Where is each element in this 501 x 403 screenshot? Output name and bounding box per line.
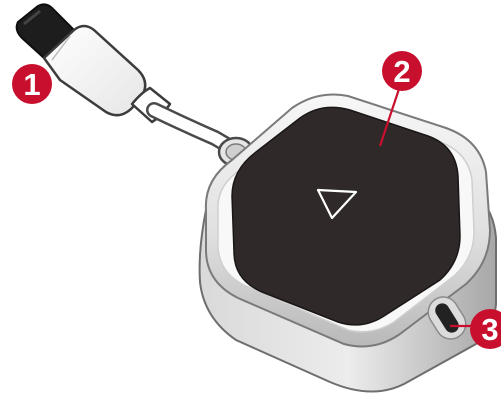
callout-button: 2	[382, 51, 422, 91]
callout-number-1: 1	[23, 66, 41, 102]
callout-number-3: 3	[481, 311, 499, 347]
triangle-play-icon	[316, 188, 358, 220]
leader-line-2	[378, 85, 402, 147]
main-button	[231, 106, 461, 326]
callout-port: 3	[470, 309, 501, 349]
callout-cable: 1	[12, 64, 52, 104]
callout-number-2: 2	[393, 53, 411, 89]
cable	[146, 102, 240, 156]
